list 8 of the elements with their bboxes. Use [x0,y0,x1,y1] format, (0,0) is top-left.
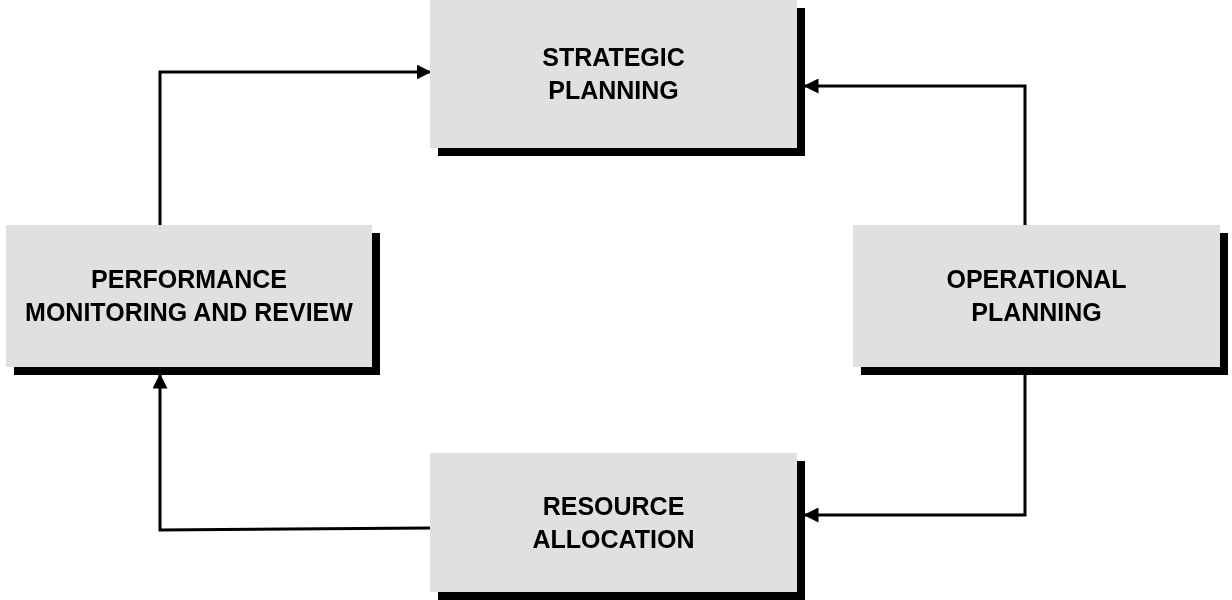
arrow [152,373,430,532]
box-label: STRATEGIC PLANNING [541,42,686,106]
arrow [803,375,1027,523]
box-label: RESOURCE ALLOCATION [531,490,696,555]
box-label: OPERATIONAL PLANNING [945,264,1128,328]
arrow [803,78,1027,225]
box-label: PERFORMANCE MONITORING AND REVIEW [24,264,354,328]
arrow [158,64,432,225]
